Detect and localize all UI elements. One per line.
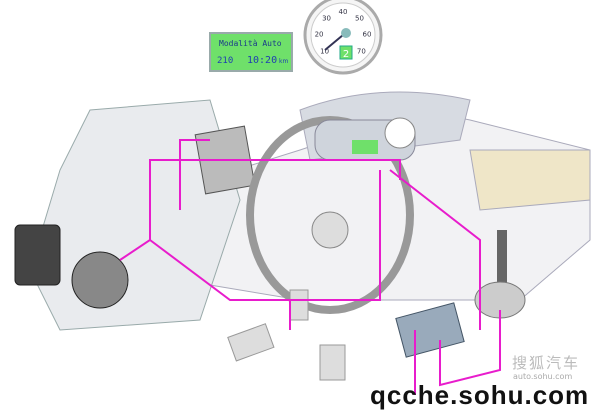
gauge-tick-label: 60 [362, 31, 371, 39]
instrument-cluster [314, 117, 416, 161]
lcd-display: Modalità Auto 210 10:20 km [209, 32, 293, 72]
car-illustration: 10 20 30 40 50 60 70 2 [14, 0, 591, 395]
lcd-clock: 10:20 [247, 55, 278, 66]
wiring [119, 139, 501, 395]
gearbox-actuator [14, 224, 129, 309]
speedometer-gauge: 10 20 30 40 50 60 70 2 [303, 0, 383, 75]
gauge-tick-label: 70 [357, 47, 366, 55]
pedals [227, 289, 346, 381]
gear-lever [474, 230, 526, 319]
gear-indicator: 2 [343, 49, 349, 60]
watermark-brand: 搜狐汽车 [512, 354, 581, 372]
gauge-tick-label: 50 [355, 15, 364, 23]
ecu-bottom [395, 302, 465, 358]
lcd-unit: km [279, 58, 289, 65]
gauge-tick-label: 10 [320, 47, 329, 55]
gauge-tick-label: 40 [339, 8, 348, 16]
watermark-footer: qcche.sohu.com [370, 380, 590, 410]
wheel-hub [311, 211, 349, 249]
gauge-tick-label: 20 [315, 31, 324, 39]
lcd-odometer: 210 [217, 56, 234, 66]
watermark-url: auto.sohu.com [513, 372, 573, 381]
gauge-tick-label: 30 [322, 15, 331, 23]
lcd-mode: Modalità Auto [219, 39, 282, 48]
